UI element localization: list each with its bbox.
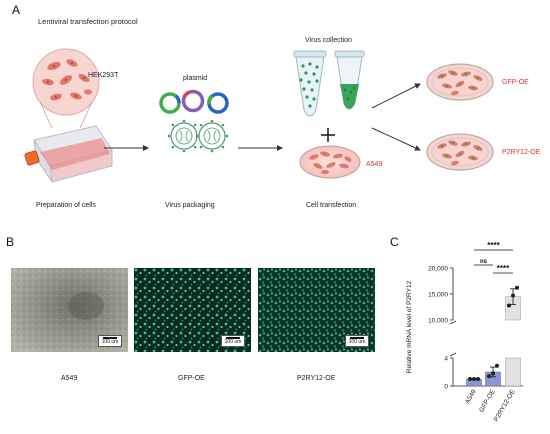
- a549-dish-icon: [299, 145, 361, 179]
- scale-bar-label: 100 um: [224, 339, 242, 345]
- zoom-line-left: [39, 101, 53, 129]
- mrna-bar-chart: 20,000 15,000 10,000 4 0 Relative mRNA level …: [406, 241, 523, 423]
- y-axis-break-marks: [449, 320, 457, 357]
- panel-c-letter: C: [390, 235, 399, 249]
- micrograph-a549: 100 um: [11, 268, 128, 352]
- y-tick-label: 20,000: [428, 265, 448, 272]
- plasmid-label: plasmid: [183, 75, 208, 82]
- virus-particle-icons: [167, 119, 229, 153]
- micrograph-caption-gfp-oe: GFP-OE: [178, 375, 205, 382]
- arrow-to-gfp-oe: [371, 83, 421, 109]
- scale-bar-a549: 100 um: [98, 335, 122, 347]
- data-point: [487, 374, 491, 379]
- zoom-line-right: [79, 101, 93, 129]
- y-tick-label: 10,000: [428, 317, 448, 324]
- data-point: [476, 377, 480, 381]
- data-point: [491, 371, 495, 376]
- data-point: [495, 363, 499, 368]
- scale-bar-label: 100 um: [101, 339, 119, 345]
- data-point: [515, 285, 519, 290]
- protocol-title: Lentiviral transfection protocol: [38, 17, 138, 26]
- step-label-transfection: Cell transfection: [306, 202, 357, 209]
- significance-label: ****: [487, 241, 500, 250]
- y-tick-label: 4: [444, 355, 448, 362]
- hek293t-label: HEK293T: [88, 72, 119, 79]
- step-label-packaging: Virus packaging: [165, 202, 215, 209]
- significance-label: ns: [480, 259, 488, 265]
- data-point: [468, 377, 472, 381]
- micrograph-caption-p2ry12-oe: P2RY12-OE: [297, 375, 336, 382]
- panel-a-illustration: [24, 48, 494, 183]
- scale-bar-gfp-oe: 100 um: [221, 335, 245, 347]
- micrograph-caption-a549: A549: [61, 375, 78, 382]
- gfp-oe-dish-icon: [426, 63, 494, 101]
- virus-tube-right-icon: [334, 50, 365, 110]
- micrograph-gfp-oe: 100 um: [134, 268, 251, 352]
- virus-tube-left-icon: [293, 50, 327, 117]
- p2ry12-oe-dish-label: P2RY12-OE: [502, 149, 541, 156]
- y-tick-label: 15,000: [428, 291, 448, 298]
- hek293t-magnified-cells: [32, 48, 100, 116]
- gfp-oe-dish-label: GFP-OE: [502, 79, 529, 86]
- data-point: [511, 293, 515, 298]
- y-axis-label: Relative mRNA level of P2RY12: [406, 280, 413, 373]
- bar-lower-segment: [505, 357, 521, 387]
- virus-collection-label: Virus collection: [305, 37, 352, 44]
- a549-dish-label: A549: [366, 161, 383, 168]
- x-tick-label: P2RY12-OE: [493, 388, 517, 423]
- plasmid-icons: [159, 89, 229, 114]
- scale-bar-p2ry12-oe: 100 um: [345, 335, 369, 347]
- x-tick-label: A549: [464, 388, 478, 405]
- arrow-to-p2ry12-oe: [371, 127, 421, 151]
- scale-bar-label: 100 um: [348, 339, 366, 345]
- x-tick-label: GFP-OE: [478, 388, 497, 414]
- y-tick-label: 0: [444, 383, 448, 390]
- panel-b-letter: B: [6, 235, 15, 249]
- micrograph-p2ry12-oe: 100 um: [258, 268, 375, 352]
- data-point: [472, 377, 476, 381]
- panel-a-letter: A: [12, 3, 21, 17]
- culture-flask-icon: [24, 125, 113, 183]
- p2ry12-oe-dish-icon: [426, 133, 494, 171]
- step-label-preparation: Preparation of cells: [36, 202, 96, 209]
- plus-icon: [321, 128, 335, 142]
- significance-label: ****: [497, 264, 510, 273]
- data-point: [507, 303, 511, 308]
